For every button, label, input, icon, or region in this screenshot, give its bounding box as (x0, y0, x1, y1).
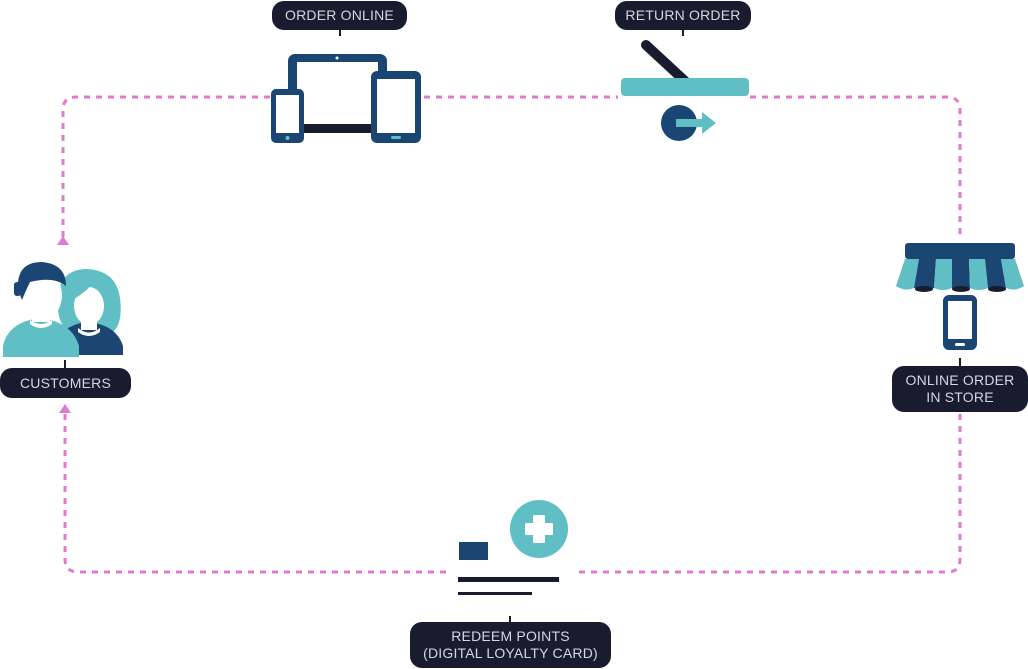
laptop-base (294, 124, 382, 133)
return-slot-lever (641, 40, 691, 87)
return-order-label: RETURN ORDER (615, 1, 751, 30)
customers-label-text: CUSTOMERS (20, 374, 111, 391)
path-customers-to-order-online (61, 95, 272, 237)
store-mobile-icon (896, 243, 1024, 350)
redeem-points-label: REDEEM POINTS (DIGITAL LOYALTY CARD) (410, 622, 611, 668)
online-order-in-store-line-2: IN STORE (926, 389, 994, 405)
card-line-2 (458, 592, 532, 595)
redeem-points-line-2: (DIGITAL LOYALTY CARD) (423, 645, 598, 661)
online-order-in-store-line-1: ONLINE ORDER (905, 372, 1015, 388)
online-order-in-store-label: ONLINE ORDER IN STORE (892, 366, 1028, 412)
arrowhead-up-to-customers-top (57, 236, 69, 245)
cycle-path (61, 95, 962, 574)
order-online-label-text: ORDER ONLINE (285, 7, 394, 23)
order-online-label: ORDER ONLINE (272, 1, 407, 30)
path-store-to-redeem (578, 414, 962, 574)
return-order-label-text: RETURN ORDER (625, 7, 741, 23)
return-icon (621, 40, 749, 141)
loyalty-card-icon (458, 500, 568, 595)
arrowhead-up-to-customers-bottom (59, 404, 71, 413)
return-counter (621, 78, 749, 96)
customers-label: CUSTOMERS (0, 368, 131, 398)
customers-icon (3, 262, 123, 357)
devices-icon (271, 54, 421, 143)
card-chip (459, 542, 488, 560)
awning-top (905, 243, 1015, 259)
path-return-to-store (750, 95, 962, 240)
redeem-points-line-1: REDEEM POINTS (451, 628, 570, 644)
awning-stripes (896, 259, 1024, 290)
awning-scallops (915, 286, 1006, 292)
path-redeem-to-customers (63, 412, 446, 574)
card-line-1 (458, 577, 559, 582)
label-connectors (64, 29, 961, 623)
